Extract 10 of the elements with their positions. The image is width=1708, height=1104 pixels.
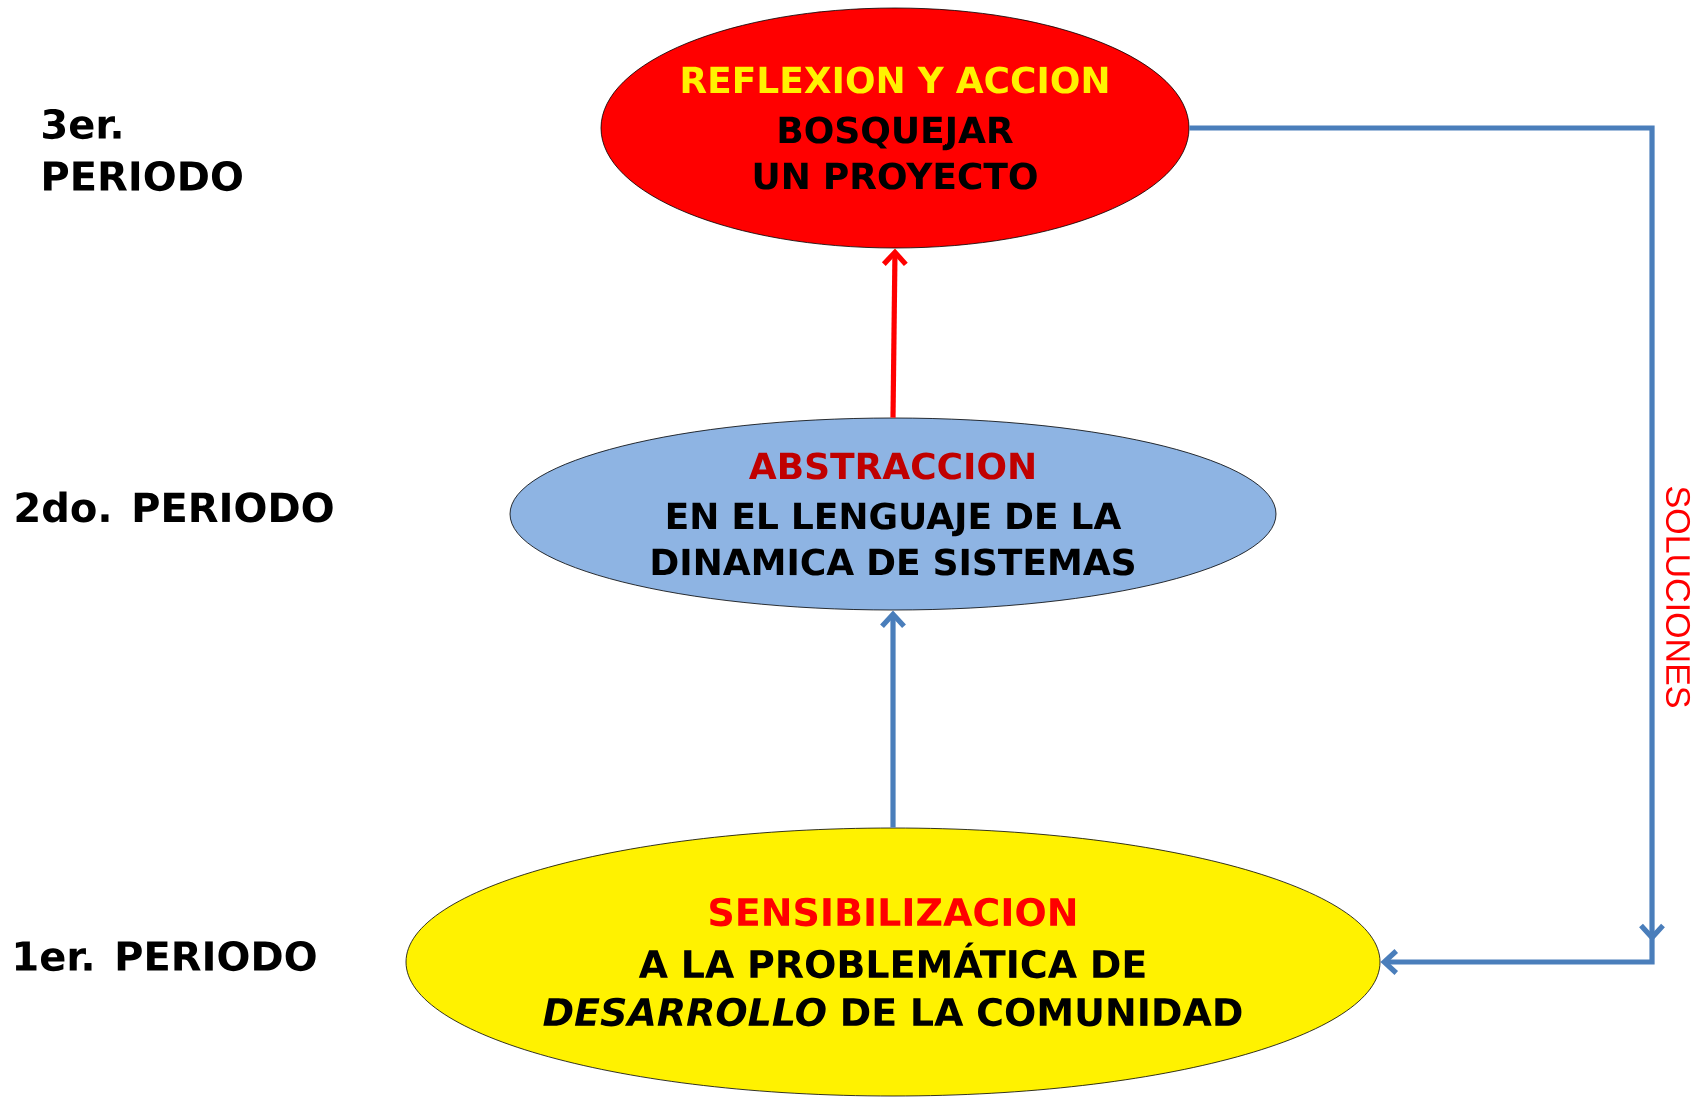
ellipse-node: SENSIBILIZACION A LA PROBLEMÁTICA DE DESARROLLO DE LA COMUNIDAD [405,827,1381,1097]
arrow [881,248,908,418]
period-label: 1er. PERIODO [15,940,316,972]
ellipse-node: REFLEXION Y ACCION BOSQUEJAR UN PROYECTO [600,7,1190,249]
period-label: 3er. PERIODO [43,108,242,192]
edge-label: SOLUCIONES [1665,487,1691,707]
period-label: 2do. PERIODO [16,491,333,523]
arrow [880,610,906,828]
arrow [1189,125,1665,975]
ellipse-node: ABSTRACCION EN EL LENGUAJE DE LA DINAMICA DE SISTEMAS [509,417,1277,611]
